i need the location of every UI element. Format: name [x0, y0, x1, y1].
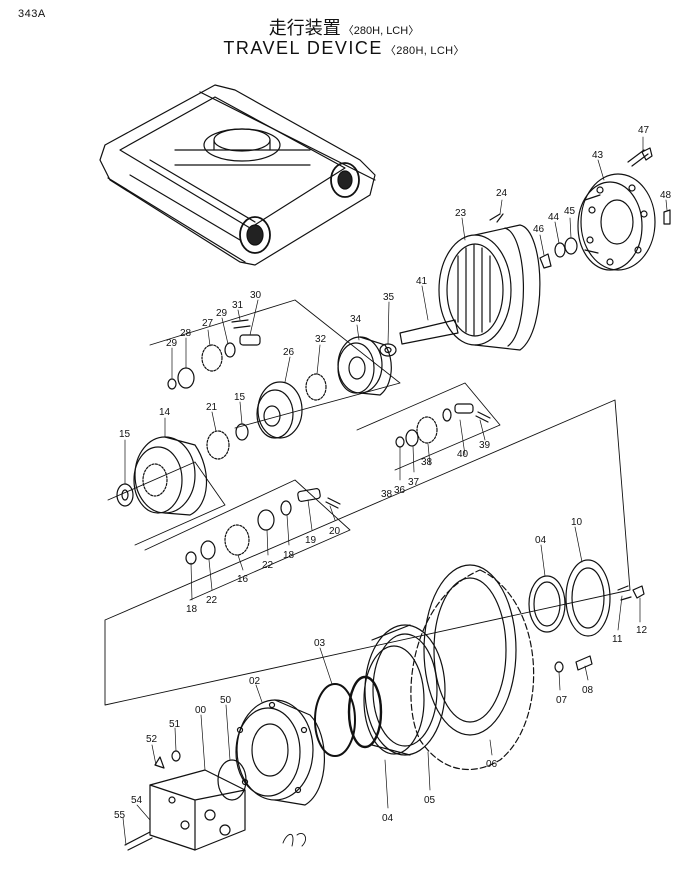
part-label-39: 39 — [479, 440, 491, 451]
part-label-41: 41 — [416, 276, 428, 287]
part-label-51: 51 — [169, 719, 181, 730]
part-label-04: 04 — [382, 813, 394, 824]
part-27-planet-gear-group — [167, 319, 327, 439]
part-label-38: 38 — [381, 489, 393, 500]
part-label-12: 12 — [636, 625, 648, 636]
part-label-02: 02 — [249, 676, 261, 687]
part-label-23: 23 — [455, 208, 467, 219]
part-label-16: 16 — [237, 574, 249, 585]
part-label-48: 48 — [660, 190, 672, 201]
part-02-drum-hub — [235, 699, 326, 806]
part-label-52: 52 — [146, 734, 158, 745]
part-04-seal-group — [528, 559, 645, 673]
part-label-20: 20 — [329, 526, 341, 537]
part-00-travel-motor — [124, 750, 247, 851]
part-label-18: 18 — [186, 604, 198, 615]
part-label-36: 36 — [394, 485, 406, 496]
part-label-34: 34 — [350, 314, 362, 325]
title-english: TRAVEL DEVICE〈280H, LCH〉 — [0, 38, 688, 59]
part-label-26: 26 — [283, 347, 295, 358]
title-jp-text: 走行装置 — [268, 18, 341, 38]
part-label-15: 15 — [234, 392, 246, 403]
part-label-00: 00 — [195, 705, 207, 716]
part-label-05: 05 — [424, 795, 436, 806]
part-label-28: 28 — [180, 328, 192, 339]
page-code: 343A — [18, 8, 46, 20]
part-label-29: 29 — [166, 338, 178, 349]
undercarriage-illustration — [99, 84, 376, 266]
part-label-22: 22 — [262, 560, 274, 571]
part-label-44: 44 — [548, 212, 560, 223]
part-36-planet-gear-group — [395, 403, 491, 448]
part-label-55: 55 — [114, 810, 126, 821]
part-label-47: 47 — [638, 125, 650, 136]
part-label-21: 21 — [206, 402, 218, 413]
part-label-45: 45 — [564, 206, 576, 217]
part-03-o-ring — [314, 675, 383, 757]
part-label-29: 29 — [216, 308, 228, 319]
title-en-text: TRAVEL DEVICE — [223, 38, 383, 58]
part-43-cover-flange — [577, 147, 671, 271]
part-05-ring-gear — [363, 624, 446, 756]
part-label-27: 27 — [202, 318, 214, 329]
part-label-46: 46 — [533, 224, 545, 235]
title-en-variant: 〈280H, LCH〉 — [384, 45, 465, 57]
part-label-06: 06 — [486, 759, 498, 770]
part-label-31: 31 — [232, 300, 244, 311]
title-japanese: 走行装置〈280H, LCH〉 — [0, 14, 688, 40]
part-label-35: 35 — [383, 292, 395, 303]
part-label-50: 50 — [220, 695, 232, 706]
part-06-sprocket — [410, 564, 535, 771]
part-label-08: 08 — [582, 685, 594, 696]
part-label-03: 03 — [314, 638, 326, 649]
part-label-22: 22 — [206, 595, 218, 606]
part-label-32: 32 — [315, 334, 327, 345]
part-label-14: 14 — [159, 407, 171, 418]
part-label-15: 15 — [119, 429, 131, 440]
part-label-43: 43 — [592, 150, 604, 161]
part-label-54: 54 — [131, 795, 143, 806]
part-label-11: 11 — [612, 634, 623, 645]
handwritten-mark — [282, 833, 306, 847]
part-34-planet-carrier — [337, 336, 397, 396]
part-label-40: 40 — [457, 449, 469, 460]
part-label-37: 37 — [408, 477, 420, 488]
assembly-outlines — [104, 299, 631, 706]
part-label-24: 24 — [496, 188, 508, 199]
part-label-30: 30 — [250, 290, 262, 301]
title-jp-variant: 〈280H, LCH〉 — [342, 25, 420, 37]
part-label-07: 07 — [556, 695, 568, 706]
part-label-19: 19 — [305, 535, 317, 546]
part-label-10: 10 — [571, 517, 583, 528]
leader-lines — [122, 136, 668, 846]
part-label-18: 18 — [283, 550, 295, 561]
part-label-38: 38 — [421, 457, 433, 468]
part-14-planet-carrier — [116, 423, 249, 516]
part-label-04: 04 — [535, 535, 547, 546]
